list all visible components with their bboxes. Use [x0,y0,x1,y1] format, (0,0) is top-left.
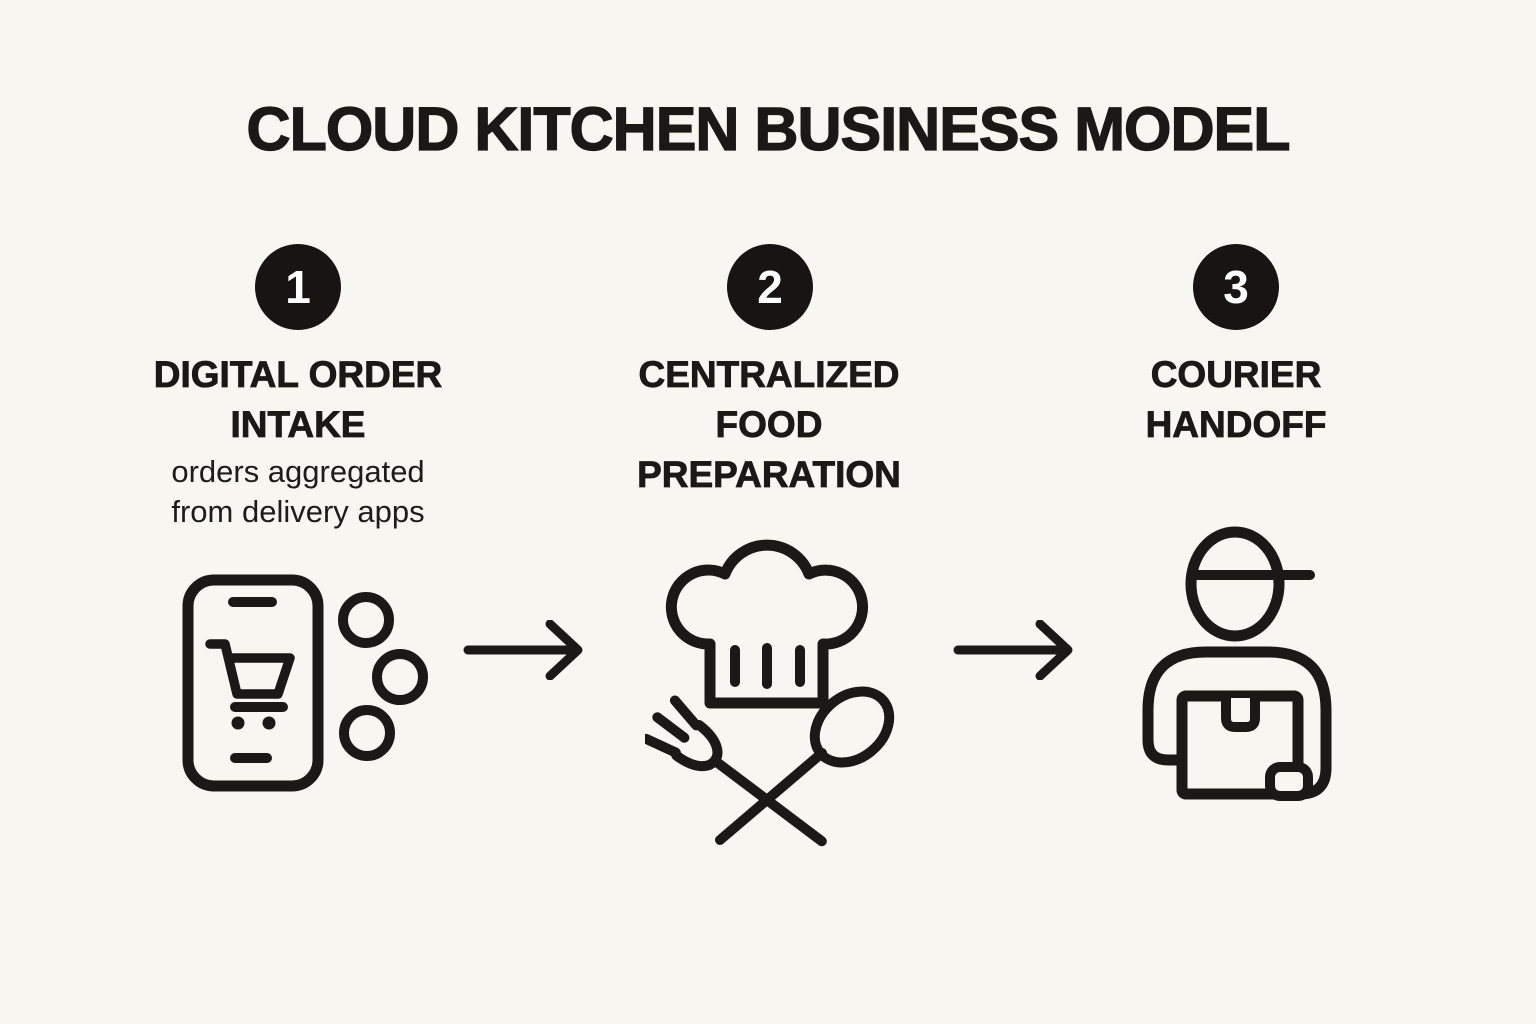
step-2-heading-line: FOOD [715,404,823,446]
chef-hat-utensils-icon [645,539,895,847]
step-1-subtitle-line: orders aggregated [171,454,425,489]
step-1-heading-line: INTAKE [230,404,366,446]
step-3-number: 3 [1223,261,1249,313]
spoon-icon [715,686,895,845]
step-3-badge: 3 [1193,244,1279,330]
step-2-heading-line: CENTRALIZED [638,354,900,396]
step-2-badge: 2 [727,244,813,330]
step-1-subtitle-line: from delivery apps [171,494,425,529]
courier-box-icon [1142,526,1332,801]
step-1-subtitle: orders aggregated from delivery apps [88,452,508,532]
step-2-heading-line: PREPARATION [637,454,902,496]
smartphone-cart-icon [182,574,428,792]
step-3-heading-line: HANDOFF [1145,404,1327,446]
step-3-heading: COURIER HANDOFF [1026,350,1446,450]
page-title: CLOUD KITCHEN BUSINESS MODEL [246,95,1291,163]
fork-icon [645,695,827,847]
step-2-number: 2 [757,261,783,313]
step-1-badge: 1 [255,244,341,330]
step-1-heading: DIGITAL ORDER INTAKE [88,350,508,450]
step-1-heading-line: DIGITAL ORDER [153,354,443,396]
step-2-heading: CENTRALIZED FOOD PREPARATION [559,350,979,500]
step-3-heading-line: COURIER [1150,354,1322,396]
step-1-number: 1 [285,261,311,313]
right-arrow-icon [463,620,583,680]
right-arrow-icon [953,620,1073,680]
